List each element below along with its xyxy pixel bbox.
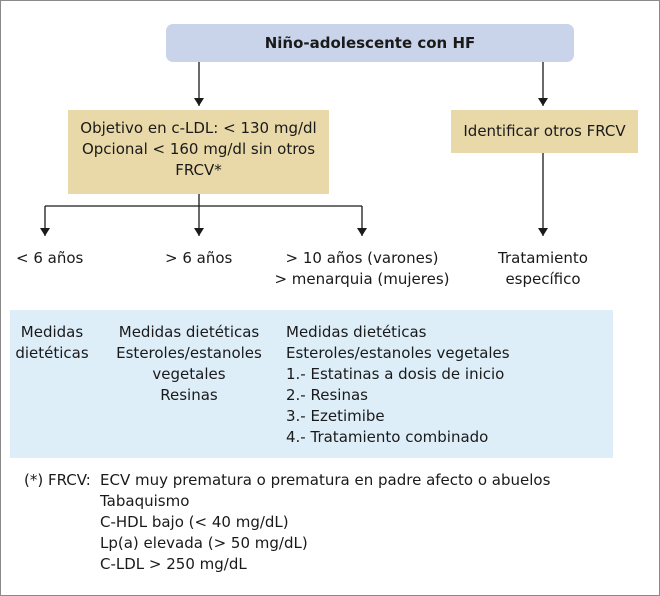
- col1-line-2: dietéticas: [15, 344, 89, 362]
- branch-label-lt6: < 6 años: [16, 249, 84, 267]
- branch-gt10-line-2: > menarquia (mujeres): [274, 270, 450, 288]
- col2-line-1: Medidas dietéticas: [118, 323, 260, 341]
- footnote-item-4: Lp(a) elevada (> 50 mg/dL): [100, 534, 308, 552]
- branch-label-treatment: Tratamiento específico: [482, 248, 604, 290]
- branch-label-gt6: > 6 años: [165, 249, 233, 267]
- measures-col-3: Medidas dietéticas Esteroles/estanoles v…: [286, 322, 510, 448]
- col3-line-4: 2.- Resinas: [286, 386, 368, 404]
- branch-gt10-line-1: > 10 años (varones): [285, 249, 439, 267]
- footnote-item-2: Tabaquismo: [100, 492, 190, 510]
- footnote-item-1: ECV muy prematura o prematura en padre a…: [100, 471, 551, 489]
- footnote-item-3: C-HDL bajo (< 40 mg/dL): [100, 513, 289, 531]
- objective-line-1: Objetivo en c-LDL: < 130 mg/dl: [80, 119, 317, 137]
- footnote-list: ECV muy prematura o prematura en padre a…: [100, 470, 550, 575]
- col3-line-5: 3.- Ezetimibe: [286, 407, 385, 425]
- col1-line-1: Medidas: [20, 323, 84, 341]
- objective-line-3: FRCV*: [175, 161, 222, 179]
- col3-line-3: 1.- Estatinas a dosis de inicio: [286, 365, 505, 383]
- frcv-box: Identificar otros FRCV: [451, 110, 638, 153]
- treatment-line-2: específico: [505, 270, 581, 288]
- footnote-label: (*) FRCV:: [24, 471, 91, 489]
- col3-line-6: 4.- Tratamiento combinado: [286, 428, 489, 446]
- measures-panel: [10, 310, 613, 458]
- top-box-nino-adolescente: Niño-adolescente con HF: [166, 24, 574, 62]
- col3-line-1: Medidas dietéticas: [286, 323, 427, 341]
- objective-line-2: Opcional < 160 mg/dl sin otros: [81, 140, 316, 158]
- col2-line-2: Esteroles/estanoles: [116, 344, 262, 362]
- branch-label-gt10: > 10 años (varones) > menarquia (mujeres…: [268, 248, 456, 290]
- measures-col-1: Medidas dietéticas: [14, 322, 90, 364]
- measures-col-2: Medidas dietéticas Esteroles/estanoles v…: [114, 322, 264, 406]
- footnote-item-5: C-LDL > 250 mg/dL: [100, 555, 247, 573]
- col2-line-4: Resinas: [160, 386, 218, 404]
- col2-line-3: vegetales: [152, 365, 226, 383]
- objective-box: Objetivo en c-LDL: < 130 mg/dl Opcional …: [68, 110, 329, 194]
- treatment-line-1: Tratamiento: [498, 249, 588, 267]
- col3-line-2: Esteroles/estanoles vegetales: [286, 344, 510, 362]
